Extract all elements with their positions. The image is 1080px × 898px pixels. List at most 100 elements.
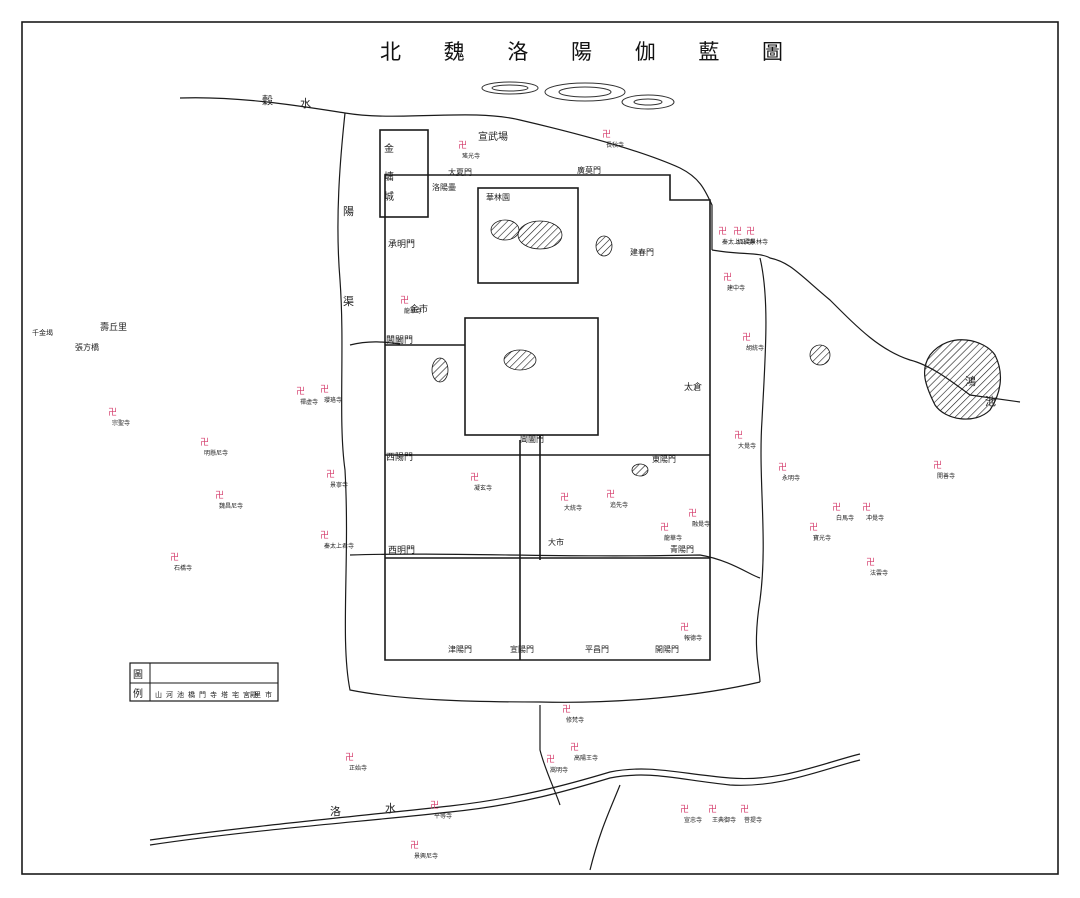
temple-icon: 卍	[746, 226, 755, 237]
legend-item: 河	[166, 691, 173, 699]
temple-icon: 卍	[296, 386, 305, 397]
rivers	[149, 97, 1021, 871]
temple-label: 法雲寺	[870, 569, 888, 577]
river-label-gu-2: 水	[300, 97, 311, 110]
gate-ximing: 西明門	[388, 545, 415, 556]
temple-icon: 卍	[680, 622, 689, 633]
taicang-label: 太倉	[684, 381, 702, 393]
temple-icon: 卍	[215, 490, 224, 501]
xuanwu-label: 宣武場	[478, 130, 508, 143]
hualin-garden	[477, 187, 579, 284]
temple-icon: 卍	[733, 226, 742, 237]
gate-dongyang: 東陽門	[652, 454, 676, 464]
temple-label: 長秋寺	[606, 141, 624, 149]
legend-item: 宅	[232, 690, 239, 699]
hongchi-lake	[923, 339, 1002, 420]
temple-icon: 卍	[470, 472, 479, 483]
temple-label: 寶光寺	[813, 534, 831, 542]
legend-item: 市	[265, 690, 272, 699]
gate-daxia: 大夏門	[448, 167, 472, 177]
temple-label: 秦太上君寺	[324, 542, 354, 550]
legend-item: 山	[155, 690, 162, 699]
temple-label: 魏昌尼寺	[219, 502, 243, 510]
temple-icon: 卍	[458, 140, 467, 151]
temple-label: 建中寺	[727, 284, 745, 292]
jinyong-label-1: 金	[384, 142, 394, 155]
gate-changhe-palace: 閶闔門	[520, 435, 544, 444]
temple-label: 王典御寺	[712, 816, 736, 824]
temple-icon: 卍	[570, 742, 579, 753]
temple-icon: 卍	[320, 384, 329, 395]
temple-label: 龍華寺	[664, 534, 682, 542]
temple-icon: 卍	[708, 804, 717, 815]
legend-item: 塔	[221, 690, 228, 699]
gate-kaiyang: 開陽門	[655, 645, 679, 654]
temple-label: 菩提寺	[744, 816, 762, 824]
temple-label: 瑤光寺	[462, 152, 480, 160]
temple-icon: 卍	[723, 272, 732, 283]
river-label-gu-1: 穀	[262, 94, 273, 107]
temple-icon: 卍	[320, 530, 329, 541]
map-frame	[21, 21, 1059, 875]
temple-label: 龍華寺	[404, 307, 422, 315]
temple-label: 瓔珞寺	[324, 396, 342, 404]
gate-jianchun: 建春門	[630, 247, 654, 257]
temple-label: 永明寺	[782, 474, 800, 482]
temple-icon: 卍	[680, 804, 689, 815]
temple-label: 開善寺	[937, 472, 955, 480]
temple-marks: 卍瑤光寺卍長秋寺卍景林寺卍建中寺卍胡統寺卍龍華寺卍瓔珞寺卍宗聖寺卍明懸尼寺卍魏昌…	[108, 129, 955, 860]
temple-label: 正始寺	[349, 764, 367, 772]
temple-icon: 卍	[400, 295, 409, 306]
legend-title-2: 例	[133, 687, 143, 700]
river-label-luo-2: 水	[385, 802, 396, 815]
jinyong-city	[379, 129, 429, 218]
temple-label: 融覺寺	[692, 520, 710, 528]
temple-icon: 卍	[778, 462, 787, 473]
jinyong-label-2: 墉	[384, 170, 394, 183]
temple-label: 追先寺	[610, 501, 628, 509]
temple-icon: 卍	[734, 430, 743, 441]
legend-item: 門	[199, 691, 206, 699]
temple-icon: 卍	[660, 522, 669, 533]
luoyang-label: 洛陽壘	[432, 182, 456, 192]
temple-icon: 卍	[546, 754, 555, 765]
temple-label: 秦太上公寺	[722, 238, 752, 246]
temple-icon: 卍	[688, 508, 697, 519]
temple-icon: 卍	[562, 704, 571, 715]
gate-xuanyang: 宣陽門	[510, 644, 534, 654]
gate-guangmo: 廣莫門	[577, 165, 601, 175]
temple-label: 景興尼寺	[414, 852, 438, 860]
temple-label: 報德寺	[684, 634, 702, 642]
jinshi-label: 金市	[410, 303, 428, 315]
zhangfang-label: 張方橋	[75, 342, 99, 352]
temple-label: 明懸尼寺	[204, 449, 228, 457]
inner-ponds	[431, 219, 831, 477]
temple-label: 招福寺	[737, 238, 755, 246]
temple-label: 宗聖寺	[112, 419, 130, 427]
dasheng-label: 大市	[548, 537, 564, 547]
yangqu-label-2: 渠	[343, 295, 354, 308]
temple-icon: 卍	[602, 129, 611, 140]
temple-icon: 卍	[933, 460, 942, 471]
temple-icon: 卍	[170, 552, 179, 563]
gate-xiyang: 西陽門	[386, 452, 413, 463]
legend-item: 宮殿	[243, 690, 257, 699]
shouqiu-label: 壽丘里	[100, 321, 127, 333]
temple-label: 白馬寺	[836, 514, 854, 522]
temple-icon: 卍	[430, 800, 439, 811]
temple-label: 嵩明寺	[550, 766, 568, 774]
temple-icon: 卍	[742, 332, 751, 343]
temple-label: 高陽王寺	[574, 754, 598, 762]
river-label-luo-1: 洛	[330, 804, 341, 818]
temple-label: 大統寺	[564, 504, 582, 512]
temple-icon: 卍	[200, 437, 209, 448]
gate-qingyang: 青陽門	[670, 544, 694, 554]
legend-item: 橋	[188, 690, 195, 699]
gate-chengming: 承明門	[388, 239, 415, 250]
temple-label: 凝玄寺	[474, 484, 492, 492]
temple-label: 景林寺	[750, 238, 768, 246]
temple-label: 石橋寺	[174, 564, 192, 572]
temple-label: 景寧寺	[330, 481, 348, 489]
temple-icon: 卍	[345, 752, 354, 763]
